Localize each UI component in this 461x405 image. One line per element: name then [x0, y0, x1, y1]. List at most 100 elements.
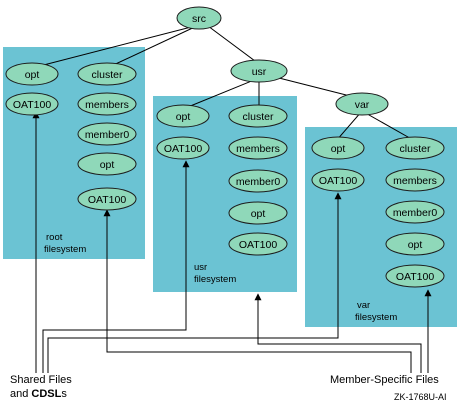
- var-members-shape: [385, 168, 445, 192]
- var-cluster: cluster: [385, 136, 445, 160]
- usr-cluster: cluster: [228, 104, 288, 128]
- usr-panel-label-line1: usr: [194, 262, 207, 273]
- link-arrows: [32, 111, 432, 373]
- var-shared-oat100-label: OAT100: [319, 175, 357, 187]
- connector-src-cluster: [106, 24, 200, 69]
- root-cluster-oat100-label: OAT100: [88, 194, 126, 206]
- shared-caption-prefix: and: [10, 388, 31, 400]
- var-panel-label-line1: var: [357, 300, 370, 311]
- figure-id: ZK-1768U-AI: [394, 392, 447, 402]
- root-cluster-opt-label: opt: [100, 159, 115, 171]
- root-cluster-opt: opt: [77, 152, 137, 176]
- root-cluster-shape: [77, 62, 137, 86]
- node-src-label: src: [192, 13, 206, 25]
- var-shared-opt-shape: [311, 136, 365, 160]
- var-panel-label-line2: filesystem: [355, 312, 397, 323]
- node-src: src: [176, 6, 222, 30]
- var-member0: member0: [385, 200, 445, 224]
- shared-caption-suffix: s: [61, 388, 67, 400]
- node-var: var: [335, 92, 389, 116]
- var-cluster-shape: [385, 136, 445, 160]
- var-cluster-opt: opt: [385, 232, 445, 256]
- var-shared-oat100-shape: [311, 168, 365, 192]
- usr-shared-oat100-label: OAT100: [164, 143, 202, 155]
- usr-cluster-oat100-label: OAT100: [239, 239, 277, 251]
- root-shared-oat100-label: OAT100: [13, 99, 51, 111]
- var-shared-oat100: OAT100: [311, 168, 365, 192]
- root-shared-opt: opt: [5, 62, 59, 86]
- usr-members-label: members: [236, 143, 280, 155]
- root-panel-label-line2: filesystem: [44, 244, 86, 255]
- node-usr-shape: [230, 59, 288, 83]
- root-cluster: cluster: [77, 62, 137, 86]
- var-shared-opt: opt: [311, 136, 365, 160]
- usr-filesystem-panel: [153, 96, 297, 292]
- root-member0-label: member0: [85, 129, 130, 141]
- node-var-shape: [335, 92, 389, 116]
- root-shared-oat100-shape: [5, 92, 59, 116]
- root-cluster-opt-shape: [77, 152, 137, 176]
- var-cluster-opt-shape: [385, 232, 445, 256]
- node-src-shape: [176, 6, 222, 30]
- root-member0: member0: [77, 122, 137, 146]
- usr-shared-oat100-shape: [156, 136, 210, 160]
- member-specific-caption: Member-Specific Files: [330, 374, 439, 386]
- root-members-label: members: [85, 99, 129, 111]
- arrow-member-to-root-cluster-oat100: [103, 209, 412, 373]
- connector-var-cluster: [361, 110, 416, 142]
- usr-shared-opt: opt: [156, 104, 210, 128]
- connector-src-opt: [31, 24, 200, 69]
- node-usr-label: usr: [252, 66, 267, 78]
- var-cluster-oat100: OAT100: [385, 264, 445, 288]
- usr-panel-label-line2: filesystem: [194, 274, 236, 285]
- connector-var-opt: [335, 110, 363, 142]
- root-members-shape: [77, 92, 137, 116]
- shared-caption-cdsl: CDSL: [31, 388, 61, 400]
- usr-member0-label: member0: [236, 176, 281, 188]
- root-shared-opt-shape: [5, 62, 59, 86]
- usr-shared-opt-shape: [156, 104, 210, 128]
- var-cluster-label: cluster: [400, 143, 431, 155]
- root-cluster-oat100-shape: [77, 187, 137, 211]
- shared-files-caption-line2: and CDSLs: [10, 388, 67, 400]
- root-members: members: [77, 92, 137, 116]
- usr-cluster-opt-label: opt: [251, 208, 266, 220]
- usr-cluster-oat100-shape: [228, 232, 288, 256]
- usr-shared-opt-label: opt: [176, 111, 191, 123]
- arrow-member-to-usr-cluster-oat100: [254, 293, 422, 373]
- usr-cluster-opt: opt: [228, 201, 288, 225]
- var-member0-label: member0: [393, 207, 438, 219]
- var-cluster-oat100-shape: [385, 264, 445, 288]
- root-shared-oat100: OAT100: [5, 92, 59, 116]
- shared-files-caption-line1: Shared Files: [10, 374, 72, 386]
- connector-usr-opt: [182, 77, 260, 110]
- usr-cluster-label: cluster: [243, 111, 274, 123]
- usr-cluster-shape: [228, 104, 288, 128]
- var-member0-shape: [385, 200, 445, 224]
- arrow-shared-to-var-oat100: [47, 192, 342, 373]
- root-shared-opt-label: opt: [25, 69, 40, 81]
- usr-cluster-oat100: OAT100: [228, 232, 288, 256]
- var-members-label: members: [393, 175, 437, 187]
- root-member0-shape: [77, 122, 137, 146]
- usr-members-shape: [228, 136, 288, 160]
- var-members: members: [385, 168, 445, 192]
- usr-member0: member0: [228, 169, 288, 193]
- node-var-label: var: [355, 99, 370, 111]
- var-shared-opt-label: opt: [331, 143, 346, 155]
- node-usr: usr: [230, 59, 288, 83]
- root-panel-label-line1: root: [46, 232, 63, 243]
- usr-cluster-opt-shape: [228, 201, 288, 225]
- var-cluster-opt-label: opt: [408, 239, 423, 251]
- usr-member0-shape: [228, 169, 288, 193]
- connector-src-usr: [207, 25, 260, 65]
- arrow-shared-to-usr-oat100: [42, 160, 190, 373]
- root-cluster-label: cluster: [92, 69, 123, 81]
- usr-members: members: [228, 136, 288, 160]
- var-cluster-oat100-label: OAT100: [396, 271, 434, 283]
- root-cluster-oat100: OAT100: [77, 187, 137, 211]
- usr-shared-oat100: OAT100: [156, 136, 210, 160]
- var-filesystem-panel: [305, 127, 457, 327]
